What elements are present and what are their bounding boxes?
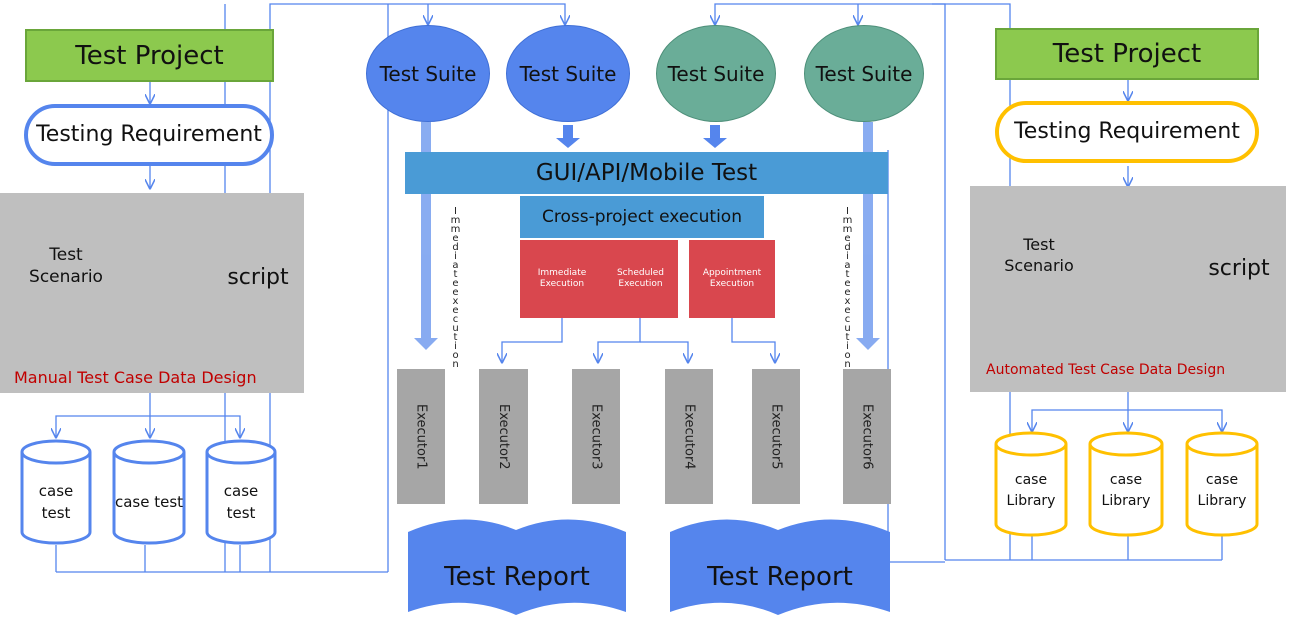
left-test-project: Test Project — [25, 29, 274, 82]
scheduled-execution-box: Scheduled Execution — [603, 240, 678, 318]
right-design-panel — [970, 186, 1286, 392]
appointment-execution-box: Appointment Execution — [689, 240, 775, 318]
executor-2: Executor2 — [479, 369, 528, 504]
test-report-1: Test Report — [444, 562, 590, 592]
executor-6: Executor6 — [843, 369, 891, 504]
report-book-1 — [408, 519, 626, 615]
gui-api-mobile-band: GUI/API/Mobile Test — [405, 152, 888, 194]
right-cylinder-1: case Library — [1006, 472, 1056, 509]
test-suite-1: Test Suite — [366, 25, 490, 122]
immediate-execution-box: Immediate Execution — [520, 240, 604, 318]
left-design-label: Manual Test Case Data Design — [14, 368, 257, 387]
report-book-2 — [670, 519, 890, 615]
right-test-project: Test Project — [995, 28, 1259, 80]
left-test-scenario: Test Scenario — [29, 245, 103, 287]
left-cylinder-3: case test — [223, 482, 259, 522]
executor-3: Executor3 — [572, 369, 620, 504]
left-design-panel — [0, 193, 304, 393]
left-cylinder-2: case test — [114, 493, 184, 511]
test-suite-3: Test Suite — [656, 25, 776, 122]
executor-1: Executor1 — [397, 369, 445, 504]
left-script-label: script — [227, 264, 289, 290]
executor-4: Executor4 — [665, 369, 713, 504]
left-cylinder-1: case test — [38, 482, 74, 522]
right-script-label: script — [1208, 255, 1270, 281]
right-test-scenario: Test Scenario — [1004, 235, 1074, 275]
right-cylinder-2: case Library — [1101, 472, 1151, 509]
right-design-label: Automated Test Case Data Design — [986, 362, 1226, 378]
left-immediate-label: Immediateexecution — [450, 206, 461, 368]
cross-project-execution: Cross-project execution — [520, 196, 764, 238]
test-suite-2: Test Suite — [506, 25, 630, 122]
test-report-2: Test Report — [707, 562, 853, 592]
left-testing-requirement: Testing Requirement — [24, 104, 274, 166]
executor-5: Executor5 — [752, 369, 800, 504]
right-testing-requirement: Testing Requirement — [995, 101, 1259, 163]
right-cylinder-3: case Library — [1197, 472, 1247, 509]
test-suite-4: Test Suite — [804, 25, 924, 122]
right-immediate-label: Immediateexecution — [842, 206, 853, 368]
